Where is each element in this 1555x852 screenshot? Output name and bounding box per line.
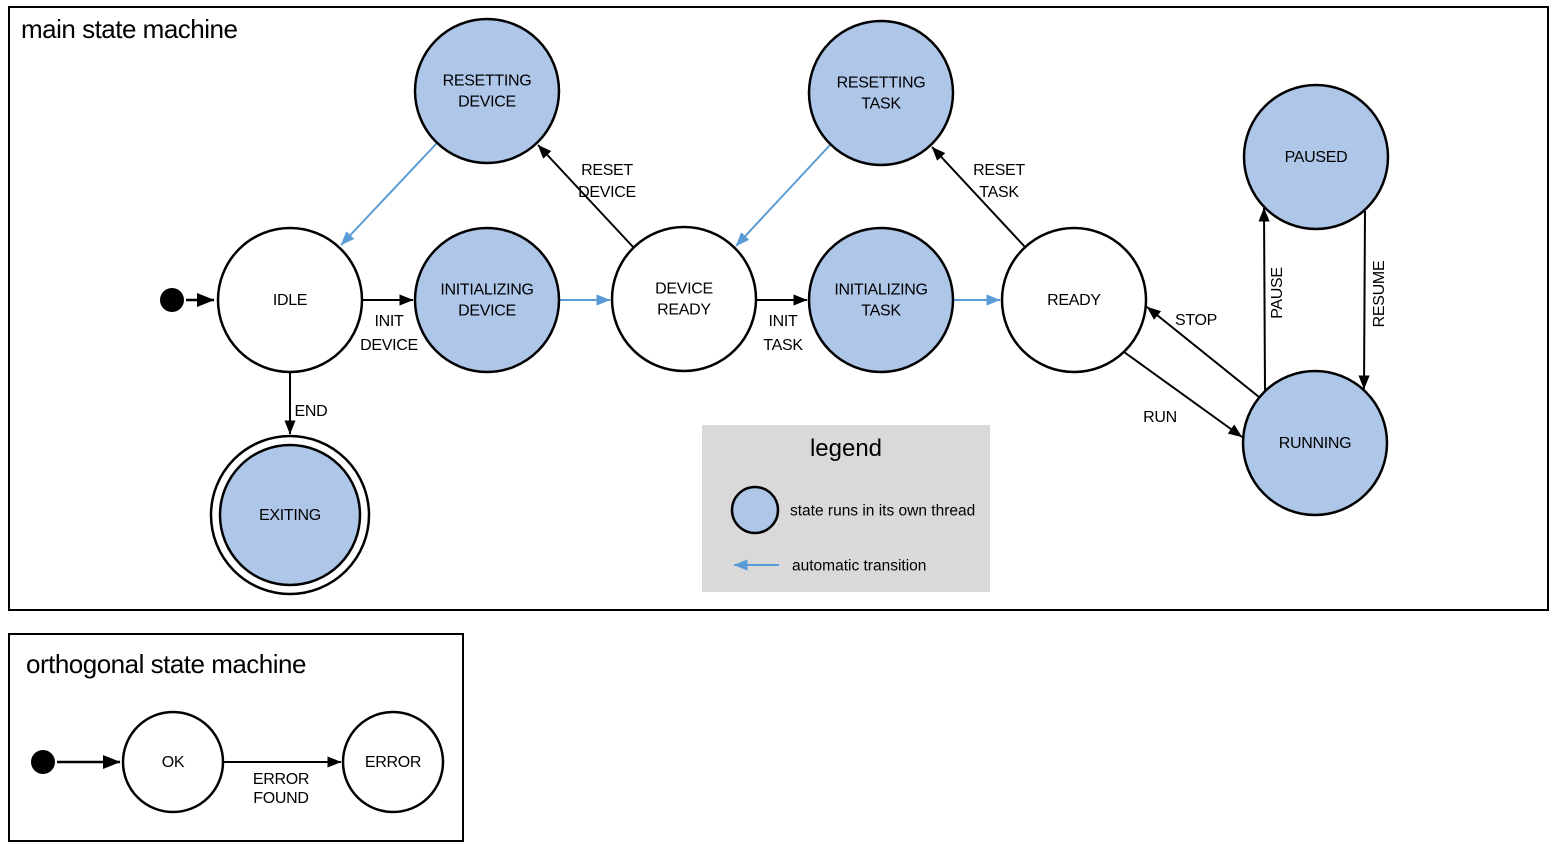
state-exiting: EXITING <box>209 434 371 596</box>
state-idle-label: IDLE <box>273 292 307 309</box>
state-ready: READY <box>1000 226 1148 374</box>
state-paused-circle <box>1242 83 1390 231</box>
state-initializing-device-circle <box>413 226 561 374</box>
main-initial-state-dot <box>160 288 184 312</box>
state-ready-label: READY <box>1047 292 1101 309</box>
transition-resetting-device-to-idle-auto-arrow <box>340 142 438 246</box>
state-error: ERROR <box>341 710 445 814</box>
legend-title: legend <box>810 435 882 462</box>
state-error-circle <box>341 710 445 814</box>
state-running-circle <box>1241 369 1389 517</box>
transition-ready-to-running-run-label: RUN <box>1143 409 1177 426</box>
legend-threaded-state-text: state runs in its own thread <box>790 503 975 520</box>
transition-running-to-paused-pause-label: PAUSE <box>1269 267 1286 319</box>
orthogonal-initial-state-dot <box>31 750 55 774</box>
state-ok-circle <box>121 710 225 814</box>
transition-ready-to-resetting-task-arrow <box>931 146 1026 248</box>
transition-paused-to-running-resume-label: RESUME <box>1371 261 1388 328</box>
transition-running-to-ready-stop-label: STOP <box>1175 312 1217 329</box>
state-exiting-label: EXITING <box>259 507 321 524</box>
orthogonal-frame <box>8 633 464 842</box>
orthogonal-title: orthogonal state machine <box>26 649 306 679</box>
state-resetting-task-circle <box>807 19 955 167</box>
transition-idle-to-exiting-end-label: END <box>295 403 328 420</box>
state-initializing-task-circle <box>807 226 955 374</box>
state-ok: OK <box>121 710 225 814</box>
state-ok-label: OK <box>162 754 185 771</box>
main-title: main state machine <box>21 14 237 44</box>
state-device-ready-circle <box>610 225 758 373</box>
transition-resetting-task-to-device-ready-auto-arrow <box>735 144 831 247</box>
transition-running-to-ready-stop-arrow <box>1146 306 1260 398</box>
legend-threaded-state-icon <box>730 485 780 535</box>
state-idle-circle <box>216 226 364 374</box>
state-resetting-device-circle <box>413 17 561 165</box>
state-running-label: RUNNING <box>1279 435 1352 452</box>
state-exiting-circle <box>218 443 362 587</box>
legend-automatic-transition-text: automatic transition <box>792 558 926 575</box>
legend: legend state runs in its own thread automa… <box>702 425 990 592</box>
transition-ready-to-running-run-arrow <box>1123 351 1243 438</box>
state-paused: PAUSED <box>1242 83 1390 231</box>
transition-device-ready-to-resetting-device-arrow <box>537 144 635 249</box>
transition-paused-to-running-resume-arrow <box>1358 210 1370 390</box>
state-paused-label: PAUSED <box>1285 149 1348 166</box>
state-ready-circle <box>1000 226 1148 374</box>
state-running: RUNNING <box>1241 369 1389 517</box>
transition-running-to-paused-pause-arrow <box>1258 207 1270 392</box>
state-error-label: ERROR <box>365 754 421 771</box>
main-frame <box>8 6 1549 611</box>
state-idle: IDLE <box>216 226 364 374</box>
